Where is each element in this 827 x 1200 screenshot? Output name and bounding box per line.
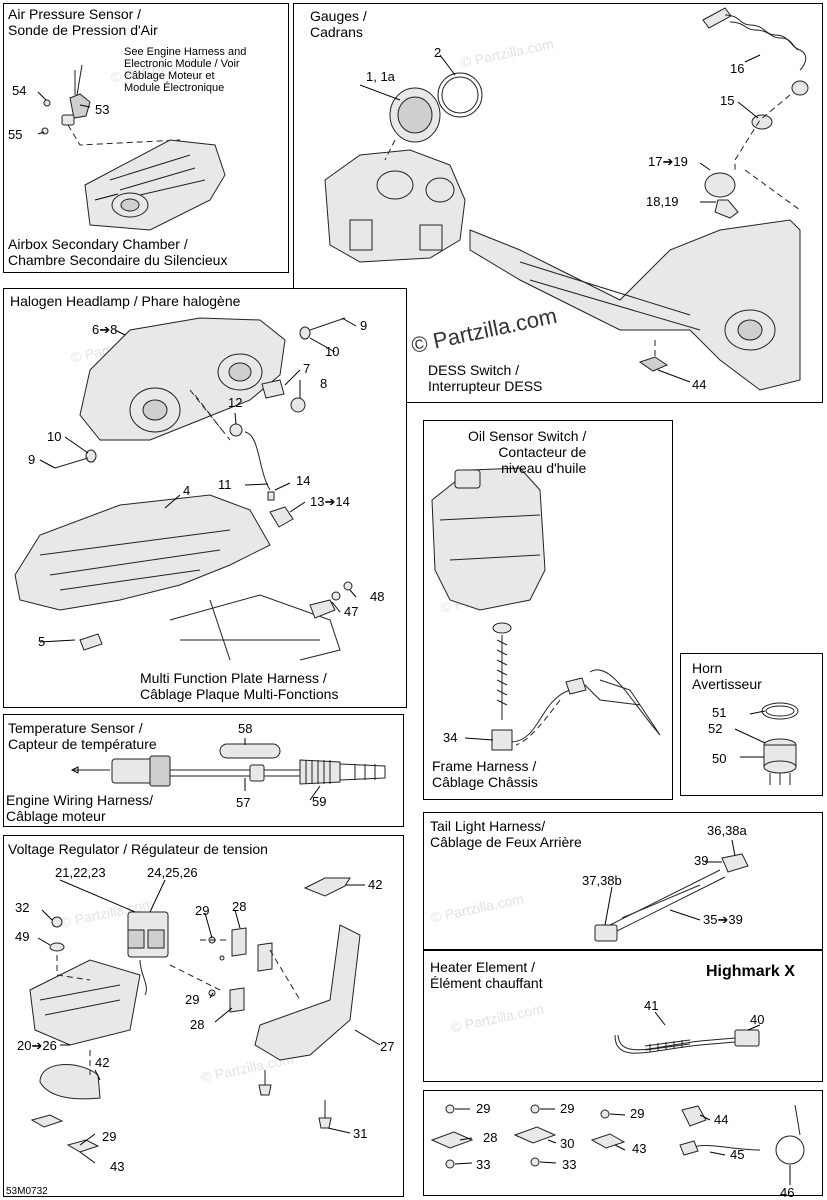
panel-heater-element xyxy=(423,950,823,1082)
callout-15: 15 xyxy=(720,93,735,108)
engine-wiring-subtitle: Engine Wiring Harness/ Câblage moteur xyxy=(6,792,154,824)
callout-44: 44 xyxy=(692,377,707,392)
horn-title: Horn Avertisseur xyxy=(692,660,762,692)
air-pressure-sensor-drawing xyxy=(41,64,226,231)
callout-49: 49 xyxy=(15,929,30,944)
callout-20-26: 20➔26 xyxy=(17,1038,57,1053)
heater-element-title: Heater Element / Élément chauffant xyxy=(430,959,543,991)
callout-42: 42 xyxy=(368,877,383,892)
gauges-drawing xyxy=(324,7,809,391)
callout-48: 48 xyxy=(370,589,385,604)
callout-7: 7 xyxy=(303,361,311,376)
heater-element-drawing xyxy=(614,1029,760,1054)
callout-10: 10 xyxy=(325,344,340,359)
callout-29: 29 xyxy=(195,903,210,918)
callout-2: 2 xyxy=(434,45,442,60)
callout-10: 10 xyxy=(47,429,62,444)
callout-28: 28 xyxy=(190,1017,205,1032)
temperature-sensor-drawing xyxy=(70,743,386,787)
callout-57: 57 xyxy=(236,795,251,810)
leader-lines xyxy=(37,54,791,1185)
callout-40: 40 xyxy=(750,1012,765,1027)
callout-59: 59 xyxy=(312,794,327,809)
tail-light-title: Tail Light Harness/ Câblage de Feux Arri… xyxy=(430,818,582,850)
callout-55: 55 xyxy=(8,127,23,142)
callout-58: 58 xyxy=(238,721,253,736)
callout-1-1a: 1, 1a xyxy=(366,69,395,84)
callout-30: 30 xyxy=(560,1136,575,1151)
callout-29: 29 xyxy=(102,1129,117,1144)
callout-50: 50 xyxy=(712,751,727,766)
callout-29: 29 xyxy=(630,1106,645,1121)
callout-43: 43 xyxy=(110,1159,125,1174)
tail-light-harness-drawing xyxy=(594,853,749,942)
air-pressure-title: Air Pressure Sensor / Sonde de Pression … xyxy=(8,6,158,38)
temperature-title: Temperature Sensor / Capteur de températ… xyxy=(8,720,157,752)
callout-9: 9 xyxy=(28,452,36,467)
callout-18-19: 18,19 xyxy=(646,194,679,209)
headlamp-title: Halogen Headlamp / Phare halogène xyxy=(10,293,241,309)
panel-tail-light-harness xyxy=(423,812,823,950)
callout-53: 53 xyxy=(95,102,110,117)
callout-17-19: 17➔19 xyxy=(648,154,688,169)
callout-14: 14 xyxy=(296,473,311,488)
callout-28: 28 xyxy=(232,899,247,914)
callout-39: 39 xyxy=(694,853,709,868)
panel-hardware xyxy=(423,1090,823,1196)
oil-sensor-title: Oil Sensor Switch / Contacteur de niveau… xyxy=(468,428,587,476)
headlamp-drawing xyxy=(14,317,353,661)
callout-28: 28 xyxy=(483,1130,498,1145)
voltage-regulator-title: Voltage Regulator / Régulateur de tensio… xyxy=(8,841,268,857)
oil-tank-drawing xyxy=(431,467,661,751)
callout-45: 45 xyxy=(730,1147,745,1162)
callout-52: 52 xyxy=(708,721,723,736)
callout-29: 29 xyxy=(560,1101,575,1116)
callout-42: 42 xyxy=(95,1055,110,1070)
callout-46: 46 xyxy=(780,1185,795,1200)
callout-47: 47 xyxy=(344,604,359,619)
callout-29: 29 xyxy=(185,992,200,1007)
callout-54: 54 xyxy=(12,83,27,98)
callout-36-38a: 36,38a xyxy=(707,823,747,838)
callout-32: 32 xyxy=(15,900,30,915)
callout-33: 33 xyxy=(562,1157,577,1172)
air-pressure-note: See Engine Harness and Electronic Module… xyxy=(124,46,247,94)
voltage-regulator-drawing xyxy=(29,877,361,1153)
callout-41: 41 xyxy=(644,998,659,1013)
callout-8: 8 xyxy=(320,376,328,391)
hardware-drawing xyxy=(430,1104,805,1169)
callout-13-14: 13➔14 xyxy=(310,494,350,509)
callout-37-38b: 37,38b xyxy=(582,873,622,888)
diagram-code: 53M0732 xyxy=(6,1186,48,1197)
model-label: Highmark X xyxy=(706,963,795,980)
panel-horn xyxy=(680,653,823,796)
callout-44: 44 xyxy=(714,1112,729,1127)
callout-29: 29 xyxy=(476,1101,491,1116)
gauges-title: Gauges / Cadrans xyxy=(310,8,367,40)
callout-16: 16 xyxy=(730,61,745,76)
callout-31: 31 xyxy=(353,1126,368,1141)
callout-9: 9 xyxy=(360,318,368,333)
callout-6-8: 6➔8 xyxy=(92,322,118,337)
multi-function-subtitle: Multi Function Plate Harness / Câblage P… xyxy=(140,670,339,702)
callout-24-25-26: 24,25,26 xyxy=(147,865,198,880)
frame-harness-subtitle: Frame Harness / Câblage Châssis xyxy=(432,758,538,790)
callout-34: 34 xyxy=(443,730,458,745)
callout-51: 51 xyxy=(712,705,727,720)
callout-21-22-23: 21,22,23 xyxy=(55,865,106,880)
callout-4: 4 xyxy=(183,483,191,498)
callout-43: 43 xyxy=(632,1141,647,1156)
dess-switch-subtitle: DESS Switch / Interrupteur DESS xyxy=(428,362,543,394)
air-pressure-subtitle: Airbox Secondary Chamber / Chambre Secon… xyxy=(8,236,228,268)
callout-11: 11 xyxy=(218,477,232,492)
callout-12: 12 xyxy=(228,395,243,410)
callout-27: 27 xyxy=(380,1039,395,1054)
callout-33: 33 xyxy=(476,1157,491,1172)
horn-drawing xyxy=(761,702,799,785)
callout-35-39: 35➔39 xyxy=(703,912,743,927)
callout-5: 5 xyxy=(38,634,46,649)
